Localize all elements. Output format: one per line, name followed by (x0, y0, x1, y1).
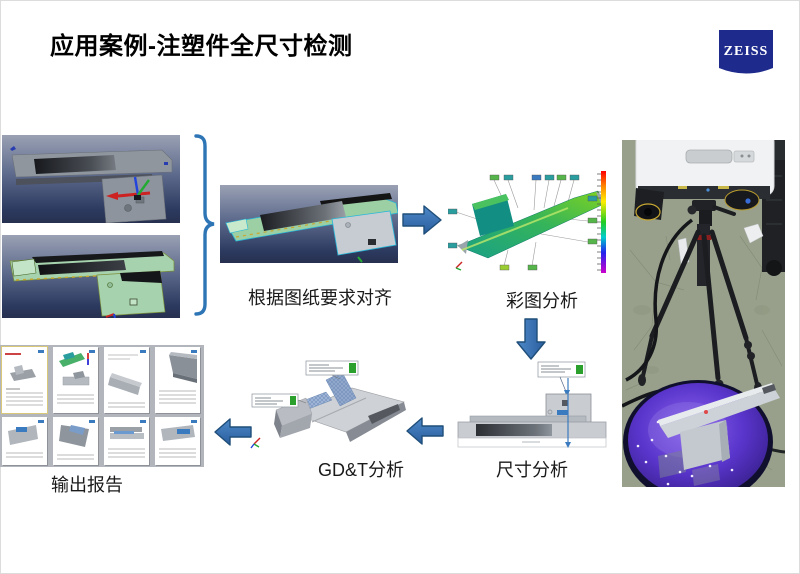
step-label-align: 根据图纸要求对齐 (248, 288, 392, 308)
step-label-report: 输出报告 (51, 475, 123, 495)
report-page-thumbnail (155, 347, 200, 413)
aligned-model-viewport (220, 185, 398, 263)
page-title: 应用案例-注塑件全尺寸检测 (50, 33, 353, 60)
dimension-analysis-figure (450, 360, 612, 455)
report-page-thumbnail (53, 347, 98, 413)
report-page-thumbnail (104, 417, 149, 465)
grouping-brace-icon (190, 131, 218, 319)
colormap-analysis-figure (448, 166, 612, 278)
flow-arrow-down-icon (516, 318, 546, 360)
flow-arrow-left-icon (214, 417, 252, 447)
report-page-thumbnail (104, 347, 149, 413)
step-label-gdt: GD&T分析 (317, 460, 404, 480)
gdt-analysis-figure (248, 358, 406, 455)
report-page-thumbnail (155, 417, 200, 465)
report-page-thumbnail (1, 346, 48, 414)
report-page-thumbnail (53, 417, 98, 465)
step-label-dimension: 尺寸分析 (496, 460, 568, 480)
step-label-colormap: 彩图分析 (506, 291, 578, 311)
report-page-thumbnail (2, 417, 47, 465)
report-pages-grid (0, 345, 204, 467)
zeiss-logo-icon: ZEISS (718, 29, 774, 79)
scan-mesh-viewport (2, 135, 180, 223)
zeiss-logo-text: ZEISS (724, 44, 769, 59)
flow-arrow-left-icon (406, 416, 444, 446)
flow-arrow-right-icon (402, 204, 442, 236)
cad-model-viewport (2, 235, 180, 318)
scanner-setup-photo (622, 140, 785, 487)
